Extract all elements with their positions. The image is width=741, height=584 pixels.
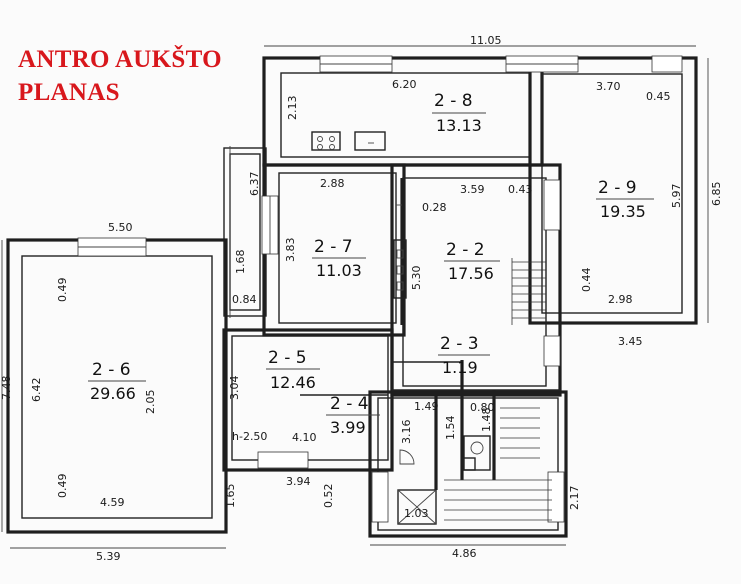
dim-label: 2.88 (320, 177, 345, 190)
dim-label: 3.83 (284, 238, 297, 263)
dim-label: 4.86 (452, 547, 477, 560)
dim-label: 1.68 (234, 250, 247, 275)
walls (6, 56, 698, 538)
dim-label: 7.48 (0, 376, 13, 401)
dim-label: 3.94 (286, 475, 311, 488)
room-2-8-id: 2 - 8 (434, 91, 473, 111)
room-2-9-area: 19.35 (600, 202, 646, 221)
dim-label: 2.13 (286, 96, 299, 121)
room-2-7-area: 11.03 (316, 261, 362, 280)
stairs-upper (511, 258, 546, 325)
dim-label: 0.49 (56, 278, 69, 303)
dim-label: 5.97 (670, 184, 683, 209)
room-2-4-area: 3.99 (330, 418, 366, 437)
dim-label: 3.04 (228, 376, 241, 401)
stove-icon (311, 131, 341, 151)
room-2-8-walls (262, 56, 544, 167)
dim-label: 4.59 (100, 496, 125, 509)
hatch-icon (397, 489, 437, 525)
toilet-icon (463, 435, 491, 471)
room-2-5-walls (222, 328, 394, 472)
dim-label: 3.70 (596, 80, 621, 93)
dim-label: 3.59 (460, 183, 485, 196)
plan-title-line-2: PLANAS (18, 79, 120, 106)
dim-label: 11.05 (470, 34, 502, 47)
dim-label: 0.45 (646, 90, 671, 103)
dim-label: 5.39 (96, 550, 121, 563)
room-2-3-id: 2 - 3 (440, 334, 479, 354)
fixtures (311, 131, 491, 525)
room-2-2-area: 17.56 (448, 264, 494, 283)
room-2-4-id: 2 - 4 (330, 394, 369, 414)
dim-label: 6.20 (392, 78, 417, 91)
windows (77, 55, 683, 523)
room-2-5-area: 12.46 (270, 373, 316, 392)
sink-icon (354, 131, 386, 151)
dim-label: 0.49 (56, 474, 69, 499)
dim-label: 6.37 (248, 172, 261, 197)
room-2-2-walls (390, 163, 562, 397)
dim-label: 1.03 (404, 507, 429, 520)
room-2-8-area: 13.13 (436, 116, 482, 135)
room-2-9-id: 2 - 9 (598, 178, 637, 198)
dimension-lines (1, 45, 709, 549)
stair-block-walls (368, 390, 568, 538)
dim-label: 2.17 (568, 486, 581, 511)
dimension-labels: 11.05 6.20 3.70 0.45 2.13 6.85 5.97 6.37… (0, 34, 723, 563)
dim-label: 0.43 (508, 183, 533, 196)
dim-label: 6.42 (30, 378, 43, 403)
dim-label: 4.10 (292, 431, 317, 444)
dim-label: 0.80 (470, 401, 495, 414)
room-2-3-area: 1.19 (442, 358, 478, 377)
room-2-6-id: 2 - 6 (92, 360, 131, 380)
dim-label: 0.84 (232, 293, 257, 306)
dim-label: 0.44 (580, 268, 593, 293)
room-labels: 2 - 8 13.13 2 - 9 19.35 2 - 7 11.03 2 - … (88, 91, 654, 443)
dim-label: 1.54 (444, 416, 457, 441)
room-2-9-walls (528, 56, 698, 325)
room-2-6-area: 29.66 (90, 384, 136, 403)
room-2-5-id: 2 - 5 (268, 348, 307, 368)
dim-label: 1.49 (414, 400, 439, 413)
ceiling-height-note: h-2.50 (232, 430, 267, 443)
dim-label: 3.45 (618, 335, 643, 348)
dim-label: 5.30 (410, 266, 423, 291)
room-2-7-id: 2 - 7 (314, 237, 353, 257)
dim-label: 3.16 (400, 420, 413, 445)
room-2-2-id: 2 - 2 (446, 240, 485, 260)
chimney-icon (393, 239, 407, 299)
plan-title-line-1: ANTRO AUKŠTO (18, 46, 222, 73)
dim-label: 2.05 (144, 390, 157, 415)
dim-label: 1.65 (224, 484, 237, 509)
dim-label: 2.98 (608, 293, 633, 306)
dim-label: 5.50 (108, 221, 133, 234)
dim-label: 0.28 (422, 201, 447, 214)
dim-label: 6.85 (710, 182, 723, 207)
stairs-lower (444, 407, 552, 521)
dim-label: 0.52 (322, 484, 335, 509)
dim-label: 1.48 (480, 408, 493, 433)
